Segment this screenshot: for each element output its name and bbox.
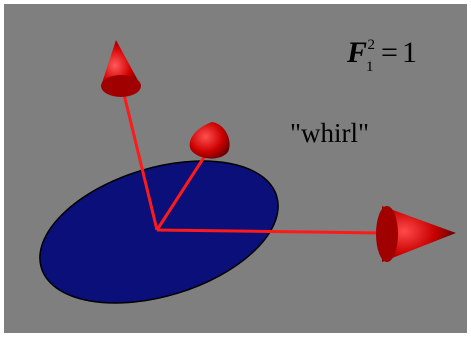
vertical-axis-shaft bbox=[121, 89, 159, 231]
up-arrow-head bbox=[101, 40, 141, 97]
formula-subscript: 1 bbox=[366, 59, 374, 75]
formula-f1-squared: F12=1 bbox=[347, 36, 417, 75]
whirl-label: "whirl" bbox=[290, 118, 370, 148]
whirl-arrow-head bbox=[189, 122, 230, 159]
disk-ellipse bbox=[39, 160, 279, 304]
formula-symbol: F bbox=[347, 36, 368, 69]
formula-equals: = bbox=[381, 36, 398, 69]
right-arrow-head bbox=[376, 206, 456, 262]
formula-superscript: 2 bbox=[367, 37, 376, 53]
whirl-axis-shaft bbox=[155, 147, 212, 231]
formula-value: 1 bbox=[401, 36, 417, 69]
horizontal-axis-shaft bbox=[156, 228, 383, 235]
